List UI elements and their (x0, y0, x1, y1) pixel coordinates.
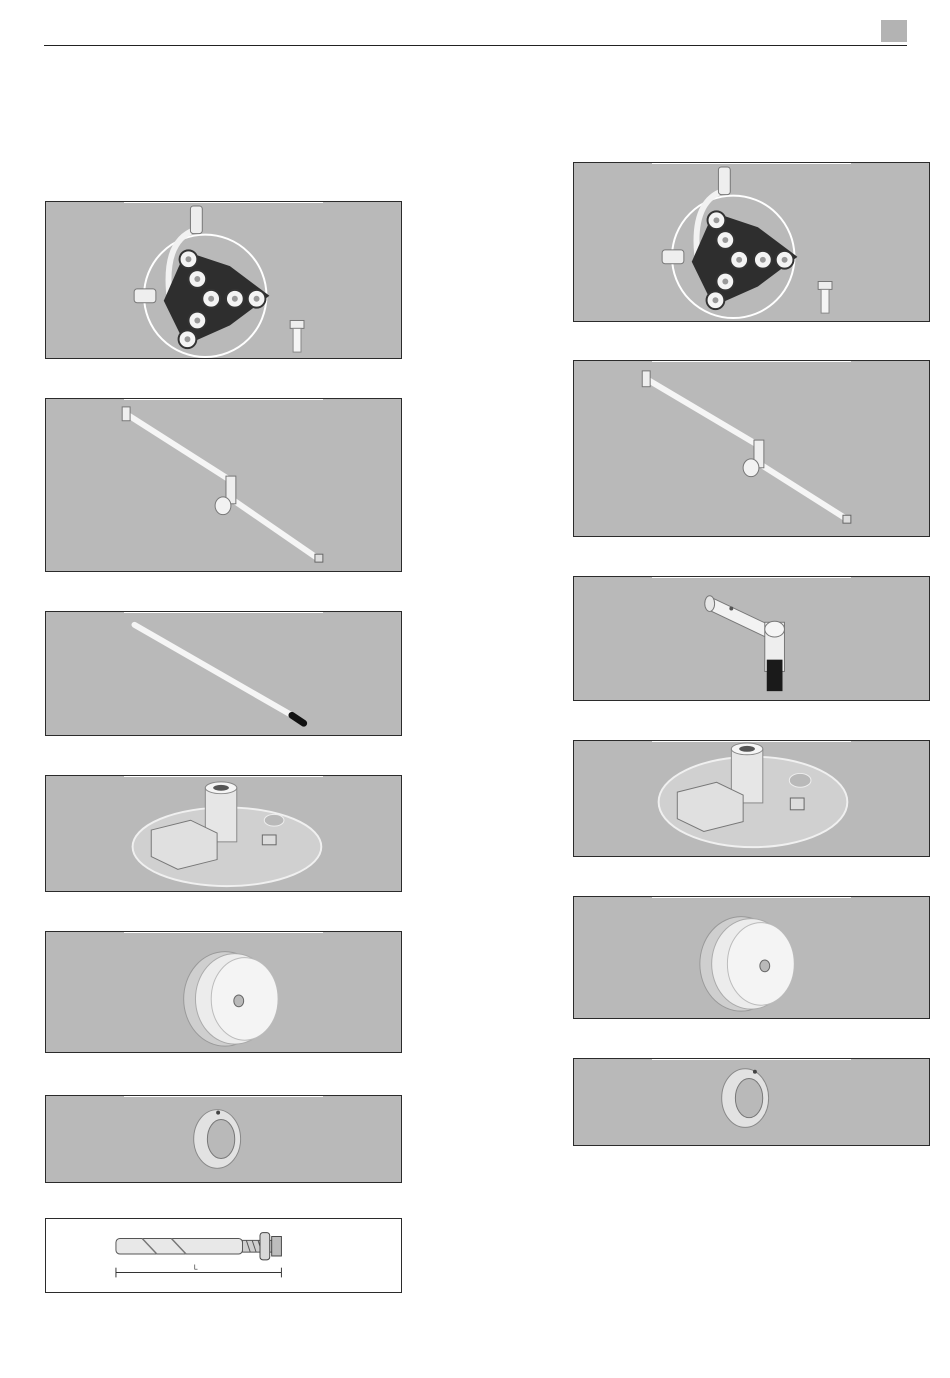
part-panel-lamp-head-left (45, 201, 402, 359)
header-rule (44, 45, 907, 46)
part-panel-arm-assembly-left (45, 398, 402, 572)
locking-ring-illustration (46, 1096, 401, 1182)
counterweight-illustration (46, 932, 401, 1052)
anchor-dimension-label: L (194, 1264, 198, 1272)
page-number-tab (881, 20, 907, 42)
part-panel-counterweight-left (45, 931, 402, 1053)
mounting-plate-illustration (574, 741, 929, 856)
part-panel-lamp-head-right (573, 162, 930, 322)
part-panel-counterweight-right (573, 896, 930, 1019)
part-panel-anchor-bolt: L (45, 1218, 402, 1293)
arm-assembly-illustration (46, 399, 401, 571)
part-panel-mounting-plate-left (45, 775, 402, 892)
mounting-plate-illustration (46, 776, 401, 891)
anchor-bolt-illustration: L (46, 1219, 401, 1292)
part-panel-arm-assembly-right (573, 360, 930, 537)
extension-rod-illustration (46, 612, 401, 735)
lamp-head-illustration (574, 163, 929, 321)
lamp-head-illustration (46, 202, 401, 358)
part-panel-locking-ring-right (573, 1058, 930, 1146)
part-panel-locking-ring-left (45, 1095, 402, 1183)
counterweight-illustration (574, 897, 929, 1018)
locking-ring-illustration (574, 1059, 929, 1145)
part-panel-connector-post-right (573, 576, 930, 701)
part-panel-extension-rod-left (45, 611, 402, 736)
connector-post-illustration (574, 577, 929, 700)
part-panel-mounting-plate-right (573, 740, 930, 857)
arm-assembly-illustration (574, 361, 929, 536)
